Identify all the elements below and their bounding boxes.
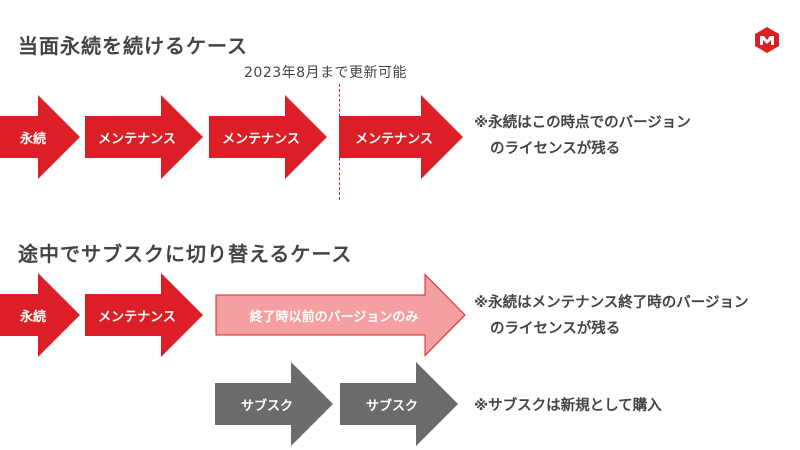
section-title-switch-to-subscription: 途中でサブスクに切り替えるケース — [18, 242, 353, 266]
note-line-1: ※永続はこの時点でのバージョン — [474, 115, 691, 131]
brand-logo — [754, 26, 780, 54]
arrow-perpetual: 永続 — [0, 95, 80, 179]
arrow-maintenance-1: メンテナンス — [85, 95, 203, 179]
m-hexagon-logo-icon — [755, 27, 779, 53]
note-subscription: ※サブスクは新規として購入 — [474, 398, 662, 414]
note-switch: ※永続はメンテナンス終了時のバージョン のライセンスが残る — [474, 290, 749, 342]
arrow-label: メンテナンス — [222, 131, 300, 147]
note-line-2: のライセンスが残る — [490, 141, 621, 157]
arrow-label: サブスク — [240, 398, 293, 414]
arrow-maintenance-4: メンテナンス — [85, 273, 203, 357]
arrow-label: 永続 — [19, 131, 46, 147]
note-line-2: のライセンスが残る — [490, 321, 621, 337]
arrow-subscription-2: サブスク — [340, 362, 458, 446]
section-title-perpetual: 当面永続を続けるケース — [18, 34, 248, 58]
arrow-label: 永続 — [19, 309, 46, 325]
arrow-perpetual-2: 永続 — [0, 273, 80, 357]
arrow-versions-before-end: 終了時以前のバージョンのみ — [215, 273, 467, 357]
arrow-maintenance-3: メンテナンス — [339, 95, 463, 179]
renewal-deadline-annotation: 2023年8月まで更新可能 — [244, 65, 408, 81]
arrow-subscription-1: サブスク — [215, 362, 333, 446]
arrow-label: メンテナンス — [98, 309, 176, 325]
note-line-1: ※永続はメンテナンス終了時のバージョン — [474, 295, 749, 311]
note-perpetual: ※永続はこの時点でのバージョン のライセンスが残る — [474, 110, 691, 162]
arrow-label: サブスク — [365, 398, 418, 414]
arrow-label: メンテナンス — [355, 131, 433, 147]
arrow-label: メンテナンス — [98, 131, 176, 147]
arrow-maintenance-2: メンテナンス — [209, 95, 327, 179]
arrow-label: 終了時以前のバージョンのみ — [249, 309, 419, 325]
